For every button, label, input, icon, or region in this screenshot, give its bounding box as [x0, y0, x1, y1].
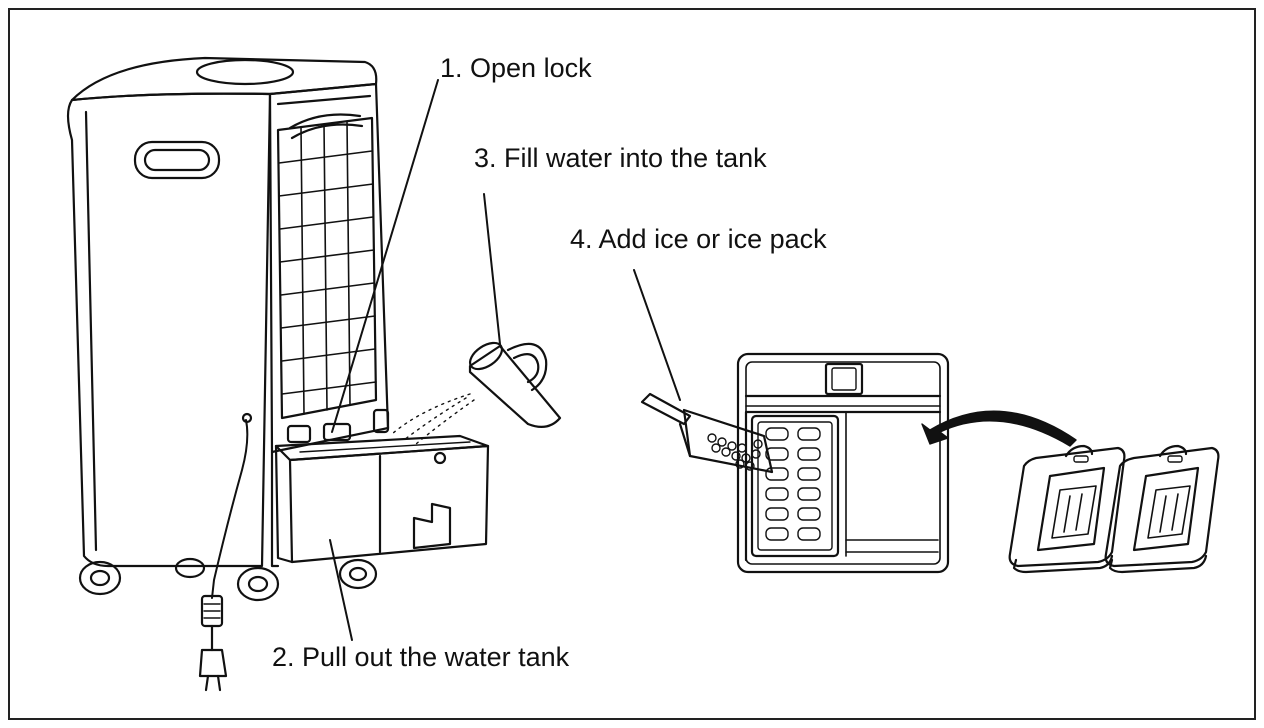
label-open-lock: 1. Open lock	[440, 53, 592, 83]
diagram-frame	[8, 8, 1256, 720]
leader-open-lock	[331, 79, 439, 433]
ice-pack-right	[1104, 444, 1220, 574]
leader-pull-tank	[329, 539, 353, 641]
label-fill-water: 3. Fill water into the tank	[474, 143, 767, 173]
ice-pack-left	[1008, 444, 1126, 574]
leader-fill-water	[483, 193, 501, 345]
label-pull-tank: 2. Pull out the water tank	[272, 642, 570, 672]
tank-top-view	[736, 352, 950, 574]
air-cooler	[66, 56, 390, 692]
leader-lines	[329, 79, 681, 641]
water-jug	[391, 341, 562, 445]
label-add-ice: 4. Add ice or ice pack	[570, 224, 827, 254]
leader-add-ice	[633, 269, 681, 401]
insert-arrow	[921, 410, 1077, 447]
water-tank	[274, 434, 490, 564]
